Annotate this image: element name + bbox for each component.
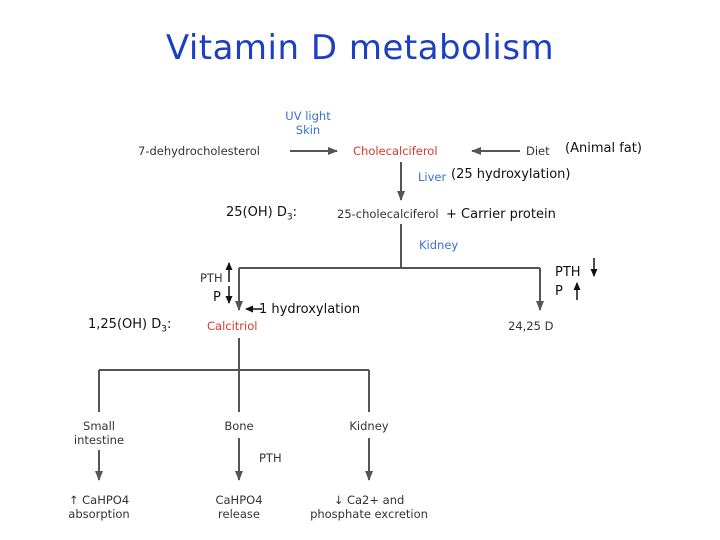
precursor-node: 7-dehydrocholesterol xyxy=(138,144,260,158)
hydroxylation-25-note: (25 hydroxylation) xyxy=(451,167,571,182)
kidney-outcome: ↓ Ca2+ and phosphate excretion xyxy=(310,493,428,521)
kidney-bottom-node: Kidney xyxy=(349,419,389,433)
animal-fat-note: (Animal fat) xyxy=(565,141,642,156)
diet-node: Diet xyxy=(526,144,550,158)
hydroxylation-1-note: 1 hydroxylation xyxy=(259,302,361,317)
pth-left-label: PTH xyxy=(200,271,223,285)
carrier-protein-note: + Carrier protein xyxy=(446,207,556,222)
bone-node: Bone xyxy=(224,419,254,433)
intestine-outcome: ↑ CaHPO4 absorption xyxy=(68,493,130,521)
liver-label: Liver xyxy=(418,170,447,184)
cholecalciferol-node: Cholecalciferol xyxy=(353,144,438,158)
oh-d3-25-label: 25(OH) D3: xyxy=(226,205,297,223)
calcitriol-node: Calcitriol xyxy=(207,319,258,333)
page-title: Vitamin D metabolism xyxy=(165,28,555,68)
pth-right-label: PTH xyxy=(555,265,581,280)
uv-light-label: UV light xyxy=(285,109,331,123)
inactive-metabolite-node: 24,25 D xyxy=(508,319,554,333)
skin-label: Skin xyxy=(295,123,321,137)
phosphate-left-label: P xyxy=(213,290,221,305)
intermediate-node: 25-cholecalciferol xyxy=(337,207,439,221)
oh-d3-125-label: 1,25(OH) D3: xyxy=(88,317,172,335)
bone-outcome: CaHPO4 release xyxy=(215,493,263,521)
phosphate-right-label: P xyxy=(555,284,563,299)
pth-bone-label: PTH xyxy=(259,451,282,465)
small-intestine-node: Small intestine xyxy=(73,419,125,447)
kidney-top-label: Kidney xyxy=(419,238,459,252)
